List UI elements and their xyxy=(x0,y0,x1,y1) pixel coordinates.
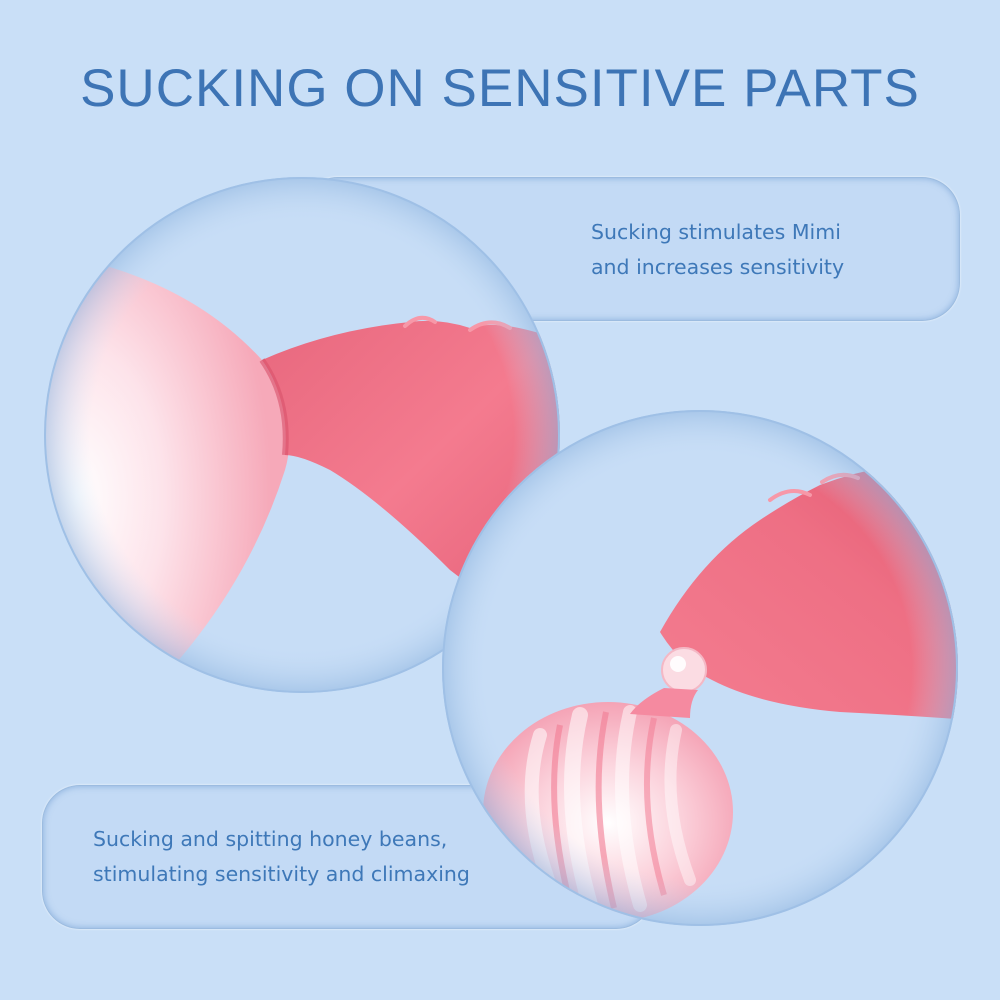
feature-caption-line: and increases sensitivity xyxy=(591,255,845,279)
feature-caption-line: Sucking and spitting honey beans, xyxy=(93,827,448,851)
feature-caption-bottom: Sucking and spitting honey beans, stimul… xyxy=(93,822,470,892)
page-title: SUCKING ON SENSITIVE PARTS xyxy=(80,59,920,118)
closeup-circle-bottom xyxy=(442,410,958,926)
closeup-circle-top xyxy=(44,177,560,693)
feature-caption-line: stimulating sensitivity and climaxing xyxy=(93,862,470,886)
feature-caption-top: Sucking stimulates Mimi and increases se… xyxy=(591,215,844,285)
feature-caption-line: Sucking stimulates Mimi xyxy=(591,220,841,244)
